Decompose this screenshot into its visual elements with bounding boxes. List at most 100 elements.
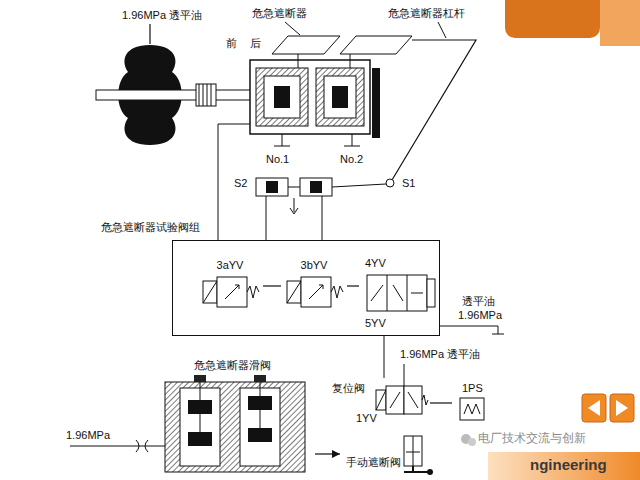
callout-number: No.1	[266, 152, 289, 166]
turbine-rotor	[149, 24, 150, 44]
turbine-rotor	[96, 90, 254, 100]
slide-decoration	[616, 400, 628, 416]
oil-line	[290, 198, 298, 214]
emergency-governor	[324, 76, 356, 118]
node-text: 危急遮断器试验阀组	[101, 221, 200, 234]
emergency-governor	[340, 36, 412, 54]
manual-trip-valve: 手动遮断阀	[340, 432, 440, 476]
trip-lever	[392, 40, 476, 180]
direction-label: 后	[250, 36, 261, 50]
valve-label: S2	[234, 176, 247, 190]
reset-valve: 复位阀 1YV	[330, 380, 430, 427]
directional-valve: 4YV 5YV	[359, 255, 437, 333]
emergency-governor	[298, 54, 299, 68]
test-valves	[332, 184, 386, 187]
oil-line	[136, 440, 148, 452]
oil-supply-label: 1.96MPa 透平油	[400, 347, 480, 361]
solenoid-valve-symbol	[203, 281, 217, 303]
oil-line	[218, 124, 250, 240]
node-text: 复位阀	[332, 382, 365, 395]
solenoid-valve-symbol	[331, 286, 343, 298]
pressure-switch-symbol	[460, 398, 484, 420]
slide-decoration	[488, 452, 640, 480]
watermark-icon	[468, 438, 476, 446]
template-text: ngineering	[530, 456, 607, 474]
test-valves	[300, 178, 332, 196]
pressure-label: 1.96MPa	[458, 308, 502, 322]
solenoid-valve-symbol	[247, 286, 259, 298]
valve-group-box: 3aYV3bYV4YV5YV危急遮断器试验阀组	[172, 240, 440, 336]
node-text: 手动遮断阀	[346, 456, 401, 469]
directional-valve-symbol	[387, 275, 407, 311]
directional-valve-symbol	[371, 285, 423, 301]
emergency-governor	[250, 60, 370, 134]
solenoid-valve-symbol	[287, 281, 301, 303]
test-valves	[288, 187, 300, 188]
trip-slide-valve-symbol	[194, 375, 206, 382]
node-text: 3bYV	[301, 259, 328, 272]
emergency-governor	[372, 68, 380, 138]
trip-lever	[392, 22, 476, 180]
part-label: 危急遮断器	[252, 6, 307, 20]
reset-valve-symbol	[422, 395, 428, 405]
trip-slide-valve-symbol	[150, 358, 315, 476]
trip-slide-valve-symbol	[200, 382, 260, 432]
oil-line	[404, 364, 405, 386]
trip-lever	[438, 22, 446, 38]
slide-decoration	[610, 394, 634, 422]
test-valves	[256, 178, 288, 196]
emergency-governor	[316, 68, 364, 126]
emergency-governor	[285, 22, 300, 35]
oil-line	[384, 336, 385, 378]
trip-slide-valve-symbol	[254, 375, 266, 382]
valve-label: S1	[402, 176, 415, 190]
solenoid-valve-symbol	[309, 285, 323, 299]
reset-valve-symbol	[390, 392, 418, 408]
node-text: 1YV	[356, 412, 377, 425]
oil-supply-label: 1.96MPa 透平油	[122, 8, 202, 22]
manual-trip-valve-symbol	[404, 466, 430, 472]
oil-line	[322, 196, 323, 240]
node-text: 4YV	[365, 257, 386, 270]
trip-slide-valve-symbol	[165, 382, 305, 472]
solenoid-valve-symbol	[301, 277, 331, 307]
trip-slide-valve-symbol	[188, 400, 212, 414]
node-text: 1PS	[462, 382, 483, 395]
watermark-icon	[461, 434, 476, 446]
node-text: 3aYV	[217, 259, 244, 272]
manual-trip-valve-symbol	[404, 436, 422, 466]
directional-valve-symbol	[427, 279, 435, 307]
emergency-governor	[250, 22, 412, 146]
slide-decoration	[488, 0, 640, 480]
connector-line	[347, 285, 359, 286]
node-text: 5YV	[365, 317, 386, 330]
emergency-governor	[272, 36, 340, 54]
oil-line	[440, 326, 504, 334]
test-valves	[256, 178, 394, 196]
part-label: 危急遮断器杠杆	[388, 6, 465, 20]
trip-slide-valve-symbol	[248, 428, 272, 442]
directional-valve-symbol	[367, 275, 427, 311]
connector-line	[430, 402, 452, 403]
pressure-switch: 1PS	[452, 380, 492, 426]
emergency-governor	[350, 54, 351, 68]
connector-line	[263, 285, 281, 286]
emergency-governor	[274, 86, 290, 108]
direction-label: 前	[226, 36, 237, 50]
emergency-governor	[264, 76, 300, 118]
manual-trip-valve-symbol	[340, 432, 440, 476]
trip-slide-valve: 危急遮断器滑阀	[150, 358, 315, 476]
connector-line	[315, 453, 340, 454]
turbine-rotor	[196, 84, 216, 106]
emergency-governor	[332, 86, 348, 108]
slide-decoration	[505, 0, 600, 38]
solenoid-valve-symbol	[203, 281, 217, 303]
trip-slide-valve-symbol	[188, 432, 212, 446]
manual-trip-valve-symbol	[427, 469, 433, 475]
solenoid-valve-symbol	[225, 285, 239, 299]
emergency-governor	[256, 68, 308, 126]
reset-valve-symbol	[376, 390, 386, 410]
reset-valve-symbol	[376, 390, 386, 410]
emergency-governor	[274, 134, 360, 146]
